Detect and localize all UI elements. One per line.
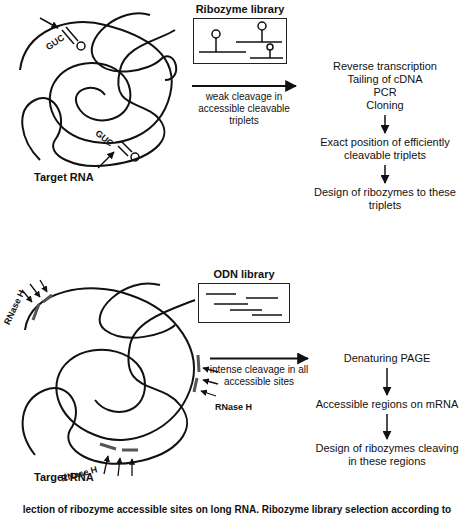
edge-label: weak cleavage in accessible cleavable tr… — [189, 91, 299, 127]
process-step: Exact position of efficiently cleavable … — [300, 136, 470, 162]
site-label: GUC — [94, 128, 116, 149]
enzyme-label: RNase H — [215, 402, 252, 412]
node-text: Reverse transcription — [300, 60, 470, 73]
bound-odns — [33, 295, 199, 450]
target-rna: Target RNA — [12, 278, 208, 484]
cleavage-arrow — [118, 458, 120, 476]
node-text: Exact position of efficiently cleavable … — [300, 136, 470, 162]
cleavage-arrow — [40, 18, 58, 28]
cleavage-arrow — [203, 380, 218, 384]
ribozyme-stem — [118, 142, 132, 156]
process-step: Design of ribozymes cleaving in these re… — [312, 442, 462, 468]
node-heading: ODN library — [159, 268, 329, 281]
odn-strand — [230, 309, 262, 311]
bound-ribozymes — [40, 18, 139, 168]
flow-arrow — [386, 368, 388, 395]
flow-arrow — [384, 115, 386, 133]
cleavage-arrow — [30, 284, 40, 297]
ribozyme-stem — [269, 50, 271, 58]
odn-strand — [206, 293, 236, 295]
node-text: Design of ribozymes cleaving in these re… — [312, 442, 462, 468]
node-text: Accessible regions on mRNA — [312, 398, 462, 411]
library-box: ODN library — [198, 283, 290, 323]
library-box: Ribozyme library — [193, 18, 287, 64]
ribozyme-stem — [261, 30, 263, 42]
odn-fragment — [33, 295, 52, 320]
odn-strand — [252, 314, 282, 316]
flow-arrow — [192, 85, 296, 87]
ribozyme-loop — [212, 30, 220, 38]
cleavage-arrow — [98, 152, 114, 168]
edge-label: intense cleavage in all accessible sites — [204, 364, 314, 388]
rna-strand — [100, 283, 175, 337]
node-text: PCR — [300, 86, 470, 99]
cleavage-arrow — [104, 456, 108, 474]
node-heading: Ribozyme library — [154, 3, 326, 16]
rna-strand — [22, 30, 175, 166]
process-step: Denaturing PAGE — [312, 352, 462, 365]
process-step: Accessible regions on mRNA — [312, 398, 462, 411]
cleavage-arrow — [40, 280, 47, 292]
bottom-rna-tangle — [23, 283, 195, 463]
flow-arrow — [384, 165, 386, 183]
rna-strand — [23, 300, 195, 464]
node-text: Denaturing PAGE — [312, 352, 462, 365]
enzyme-label: RNase H — [2, 288, 27, 326]
ribozyme-loop — [77, 42, 85, 50]
odn-library-drawing — [206, 294, 282, 315]
rna-strand — [20, 22, 172, 143]
node-heading: Target RNA — [34, 171, 94, 184]
odn-strand — [214, 303, 248, 305]
ribozyme-loop — [267, 44, 273, 50]
site-label: GUC — [44, 33, 66, 53]
library-strand — [199, 51, 246, 53]
ribozyme-loop — [258, 22, 266, 30]
flow-arrow — [210, 358, 308, 360]
library-strand — [236, 41, 282, 43]
node-text: Tailing of cDNA — [300, 73, 470, 86]
cleavage-arrow — [201, 391, 216, 396]
library-strand — [250, 57, 283, 59]
flow-arrow — [386, 414, 388, 439]
ribozyme-loop — [131, 153, 139, 161]
cleavage-arrow — [131, 459, 132, 476]
ribozyme-stem — [215, 38, 217, 52]
process-step: Design of ribozymes to these triplets — [300, 186, 470, 212]
ribozyme-library-drawing — [199, 22, 283, 58]
odn-strand — [246, 297, 278, 299]
node-text: Design of ribozymes to these triplets — [300, 186, 470, 212]
odn-fragment — [100, 444, 138, 450]
rna-strand — [92, 13, 176, 80]
figure-caption: lection of ribozyme accessible sites on … — [4, 504, 470, 516]
odn-fragment — [194, 355, 199, 392]
target-rna: Target RNA — [12, 12, 190, 184]
process-step: Reverse transcriptionTailing of cDNAPCRC… — [300, 60, 470, 112]
rnase-h-arrows — [22, 280, 218, 476]
top-rna-tangle — [20, 13, 176, 166]
node-text: Cloning — [300, 99, 470, 112]
